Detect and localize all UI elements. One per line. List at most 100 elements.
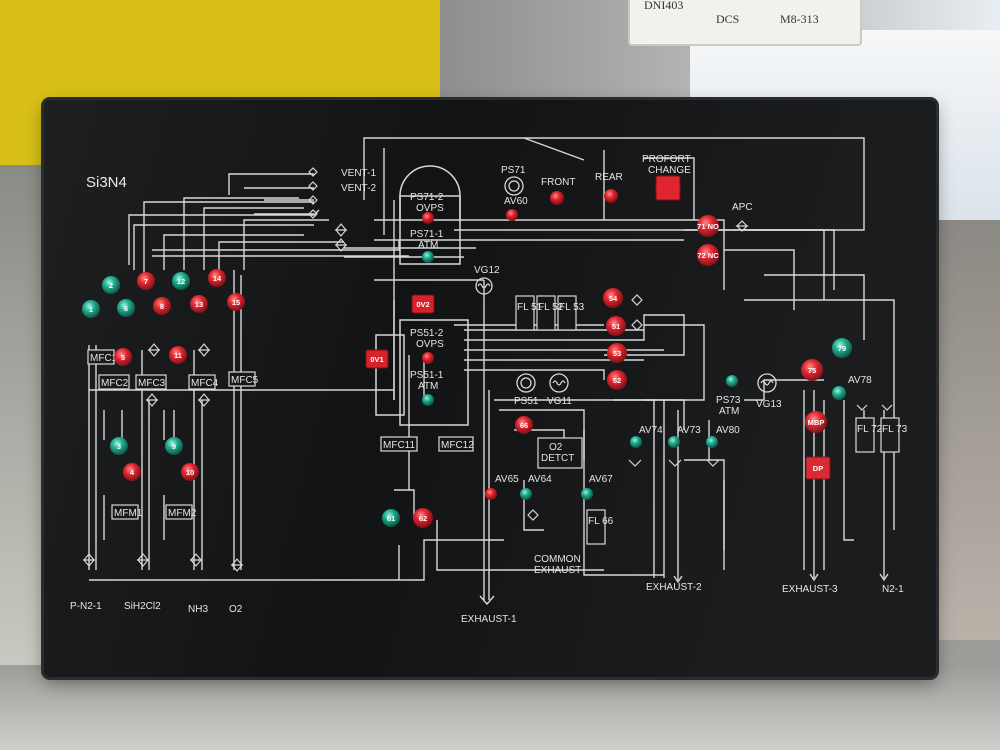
svg-text:8: 8 — [160, 302, 164, 311]
ps73-atm-lamp — [726, 375, 738, 387]
svg-text:11: 11 — [174, 351, 182, 360]
av74-label: AV74 — [639, 425, 663, 436]
mfm1-label: MFM1 — [114, 508, 143, 519]
lamp-5-indicator: 5 — [114, 348, 132, 366]
svg-text:2: 2 — [109, 281, 113, 290]
plate-id: DNI403 — [644, 0, 684, 12]
svg-text:54: 54 — [609, 294, 618, 303]
dp-button[interactable]: DP — [805, 456, 831, 480]
mfc11-label: MFC11 — [383, 440, 415, 451]
fl72-label: FL 72 — [857, 424, 883, 435]
lamp-13-indicator: 13 — [190, 295, 208, 313]
lamp-mbp-indicator: MBP — [805, 411, 827, 433]
svg-text:4: 4 — [130, 468, 135, 477]
profort-change-button[interactable] — [655, 175, 681, 201]
lamp-15-indicator: 15 — [227, 293, 245, 311]
valve-symbols — [82, 167, 893, 572]
right-frame — [930, 220, 1000, 640]
lamp-2-indicator: 2 — [102, 276, 120, 294]
ps71-atm-label: ATM — [418, 240, 438, 251]
lamp-3-indicator: 3 — [110, 437, 128, 455]
lamp-4-indicator: 4 — [123, 463, 141, 481]
ovs-box — [375, 334, 405, 416]
svg-text:53: 53 — [613, 349, 621, 358]
av60-label: AV60 — [504, 196, 528, 207]
lamp-8-indicator: 8 — [153, 297, 171, 315]
front-label: FRONT — [541, 177, 575, 188]
ps71-housing — [399, 165, 461, 222]
svg-text:14: 14 — [213, 274, 222, 283]
gas-pn2-label: P-N2-1 — [70, 601, 102, 612]
rear-label: REAR — [595, 172, 623, 183]
svg-text:3: 3 — [117, 442, 121, 451]
gas-control-panel: Si3N4 VENT-1 VENT-2 PS71-2 OVPS PS71-1 A… — [44, 100, 936, 677]
fl52-label: FL 52 — [538, 302, 564, 313]
ps73-atm-label: ATM — [719, 406, 739, 417]
av73-label: AV73 — [677, 425, 701, 436]
svg-text:10: 10 — [186, 468, 194, 477]
ps51-ovps-label: OVPS — [416, 339, 444, 350]
gauge-symbols — [475, 176, 777, 393]
svg-text:15: 15 — [232, 298, 240, 307]
ps51-box — [399, 319, 469, 426]
ps51-atm-label: ATM — [418, 381, 438, 392]
lamp-51-indicator: 51 — [606, 316, 626, 336]
av78-label: AV78 — [848, 375, 872, 386]
mfc5-label: MFC5 — [231, 375, 259, 386]
lamp-11-indicator: 11 — [169, 346, 187, 364]
gas-nh3-label: NH3 — [188, 604, 208, 615]
lamp-75-indicator: 75 — [801, 359, 823, 381]
rear-lamp — [604, 189, 618, 203]
ps71-ovps-label: OVPS — [416, 203, 444, 214]
front-lamp — [550, 191, 564, 205]
mfm2-label: MFM2 — [168, 508, 197, 519]
lamp-79-indicator: 79 — [832, 338, 852, 358]
ps71-box — [399, 195, 461, 265]
av67-label: AV67 — [589, 474, 613, 485]
lamp-14-indicator: 14 — [208, 269, 226, 287]
av65-label: AV65 — [495, 474, 519, 485]
svg-text:79: 79 — [838, 344, 846, 353]
svg-text:75: 75 — [808, 366, 816, 375]
exhaust-arrows — [479, 570, 889, 606]
vg12-label: VG12 — [474, 265, 500, 276]
av80-label: AV80 — [716, 425, 740, 436]
gas-sih2cl2-label: SiH2Cl2 — [124, 601, 161, 612]
mfc3-label: MFC3 — [138, 378, 166, 389]
ov1-button[interactable]: 0V1 — [365, 349, 389, 369]
lamp-1-indicator: 1 — [82, 300, 100, 318]
svg-text:66: 66 — [520, 421, 528, 430]
lamp-72-nc-indicator: 72 NC — [697, 244, 719, 266]
lamp-9-indicator: 9 — [165, 437, 183, 455]
lamp-66-indicator: 66 — [515, 416, 533, 434]
common-exhaust-label: EXHAUST — [534, 565, 581, 576]
av64-lamp — [520, 488, 532, 500]
exhaust-2-label: EXHAUST-2 — [646, 582, 702, 593]
fl66-label: FL 66 — [588, 516, 614, 527]
mfc2-label: MFC2 — [101, 378, 129, 389]
exhaust-1-label: EXHAUST-1 — [461, 614, 517, 625]
mfc4-label: MFC4 — [191, 378, 219, 389]
av60-lamp — [506, 209, 518, 221]
ps51-ovps-lamp — [422, 352, 434, 364]
n2-1-label: N2-1 — [882, 584, 904, 595]
svg-text:DP: DP — [813, 464, 823, 473]
svg-text:0V2: 0V2 — [416, 300, 429, 309]
vent-2-label: VENT-2 — [341, 183, 376, 194]
panel-title: Si3N4 — [86, 174, 127, 191]
vg11-label: VG11 — [547, 396, 572, 407]
svg-text:MBP: MBP — [808, 418, 825, 427]
mfc12-label: MFC12 — [441, 440, 474, 451]
component-boxes — [87, 295, 900, 545]
av74-lamp — [630, 436, 642, 448]
svg-text:52: 52 — [613, 376, 621, 385]
lamp-71-no-indicator: 71 NO — [697, 215, 719, 237]
ps71-label: PS71 — [501, 165, 526, 176]
ov2-button[interactable]: 0V2 — [411, 294, 435, 314]
lamp-10-indicator: 10 — [181, 463, 199, 481]
av80-lamp — [706, 436, 718, 448]
av73-lamp — [668, 436, 680, 448]
ps51-1-label: PS51-1 — [410, 370, 444, 381]
lamp-7-indicator: 7 — [137, 272, 155, 290]
gas-o2-label: O2 — [229, 604, 243, 615]
